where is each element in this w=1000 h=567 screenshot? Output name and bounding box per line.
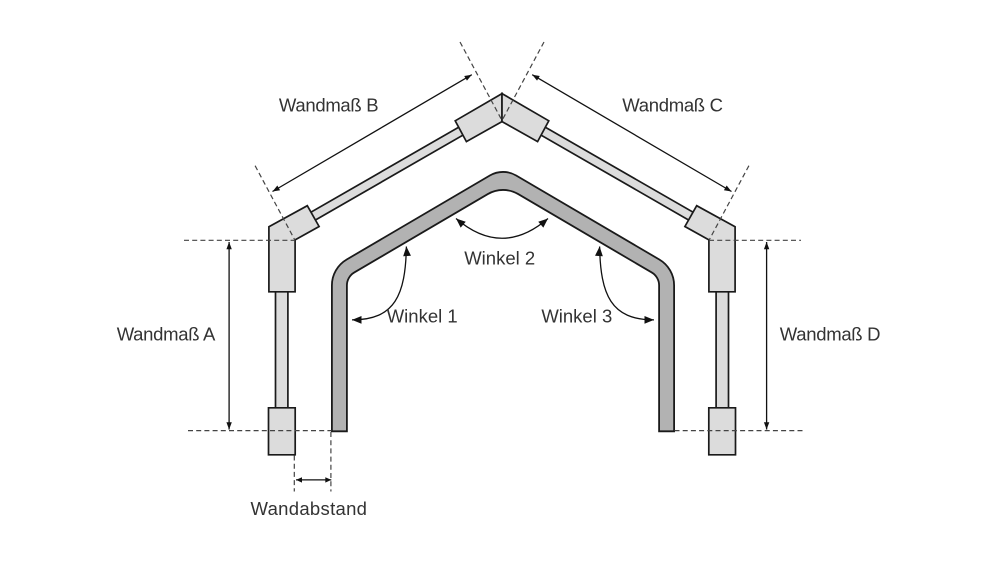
svg-text:Wandmaß D: Wandmaß D xyxy=(780,324,880,345)
svg-text:Winkel 3: Winkel 3 xyxy=(541,305,612,326)
svg-text:Winkel 2: Winkel 2 xyxy=(464,248,535,269)
svg-text:Wandabstand: Wandabstand xyxy=(251,498,368,519)
svg-text:Wandmaß A: Wandmaß A xyxy=(117,324,216,345)
svg-text:Wandmaß C: Wandmaß C xyxy=(622,95,722,116)
svg-text:Winkel 1: Winkel 1 xyxy=(387,305,458,326)
svg-text:Wandmaß B: Wandmaß B xyxy=(279,95,378,116)
